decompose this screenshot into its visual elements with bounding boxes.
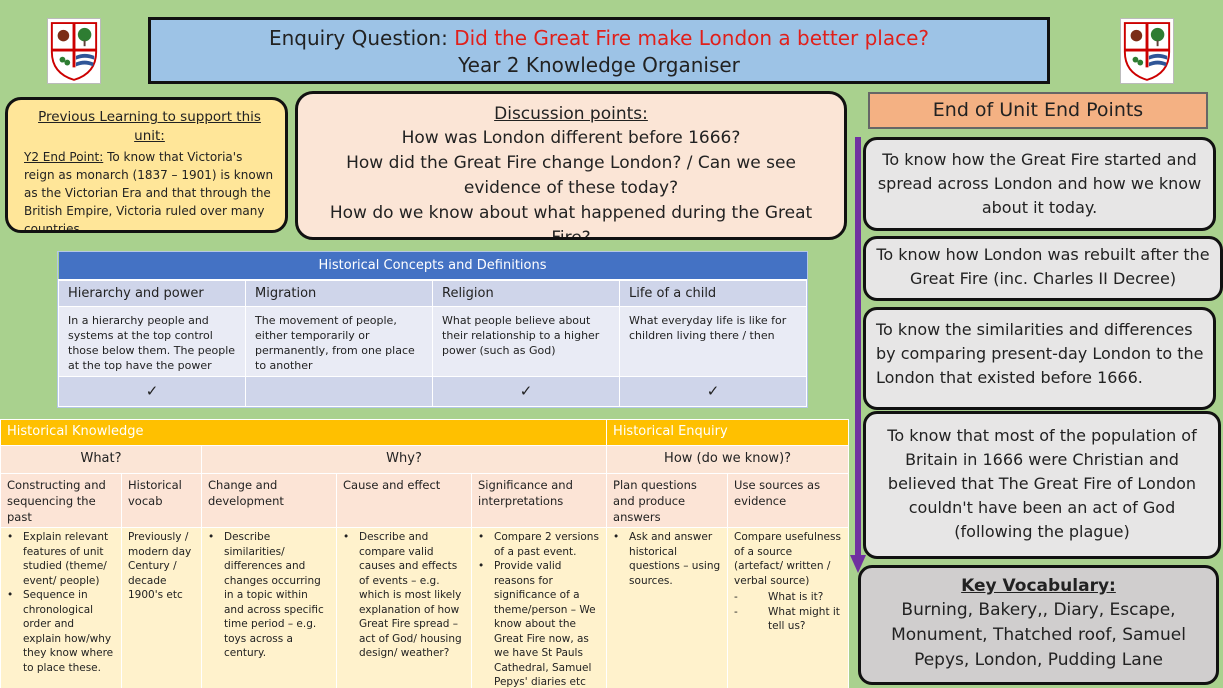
concept-header: Life of a child (619, 279, 807, 307)
list-item: -What might it tell us? (734, 605, 840, 633)
cause-cell: •Describe and compare valid causes and e… (336, 527, 472, 688)
check-mark: ✓ (619, 375, 807, 408)
end-points-title: End of Unit End Points (868, 92, 1208, 129)
column-heading: Change and development (201, 473, 337, 528)
previous-learning-body: Y2 End Point: To know that Victoria's re… (24, 148, 275, 233)
vocabulary-words: Burning, Bakery,, Diary, Escape, Monumen… (891, 600, 1186, 670)
concepts-title: Historical Concepts and Definitions (58, 252, 807, 282)
check-mark (245, 375, 433, 408)
key-vocabulary-box: Key Vocabulary: Burning, Bakery,, Diary,… (858, 565, 1219, 685)
crest-icon (1123, 22, 1171, 81)
concept-definition: What people believe about their relation… (432, 305, 620, 377)
previous-learning-box: Previous Learning to support this unit: … (5, 97, 288, 233)
list-item: -What is it? (734, 591, 824, 603)
concepts-table: Historical Concepts and Definitions Hier… (57, 251, 808, 408)
list-item: •Ask and answer historical questions – u… (613, 531, 721, 587)
constructing-cell: •Explain relevant features of unit studi… (0, 527, 122, 688)
historical-knowledge-table: Historical Knowledge Historical Enquiry … (0, 419, 850, 688)
end-point-label: Y2 End Point: (24, 150, 104, 164)
column-heading: Historical vocab (121, 473, 202, 528)
sources-intro: Compare usefulness of a source (artefact… (734, 531, 841, 587)
vocab-cell: Previously / modern day Century / decade… (121, 527, 202, 688)
column-heading: Significance and interpretations (470, 473, 608, 528)
down-arrow-icon (850, 137, 866, 573)
enquiry-question-text: Did the Great Fire make London a better … (454, 26, 930, 50)
historical-enquiry-title: Historical Enquiry (606, 419, 850, 446)
column-heading: Constructing and sequencing the past (0, 473, 122, 528)
how-heading: How (do we know)? (606, 445, 850, 474)
discussion-title: Discussion points: (494, 104, 648, 124)
what-heading: What? (0, 445, 202, 474)
end-point-item: To know how the Great Fire started and s… (863, 137, 1216, 231)
school-crest-left (47, 18, 101, 84)
crest-icon (50, 22, 98, 81)
page-header: Enquiry Question: Did the Great Fire mak… (148, 17, 1050, 84)
list-item: •Describe and compare valid causes and e… (343, 531, 462, 659)
end-point-item: To know that most of the population of B… (863, 411, 1221, 559)
discussion-point: How did the Great Fire change London? / … (346, 153, 796, 198)
school-crest-right (1120, 18, 1174, 84)
concept-definition: What everyday life is like for children … (619, 305, 807, 377)
end-point-item: To know how London was rebuilt after the… (863, 236, 1223, 301)
column-heading: Plan questions and produce answers (606, 473, 729, 528)
significance-cell: •Compare 2 versions of a past event. •Pr… (470, 527, 608, 688)
check-mark: ✓ (432, 375, 620, 408)
historical-knowledge-title: Historical Knowledge (0, 419, 608, 446)
concept-header: Religion (432, 279, 620, 307)
discussion-point: How do we know about what happened durin… (329, 203, 813, 240)
enquiry-question: Enquiry Question: Did the Great Fire mak… (151, 24, 1047, 52)
enquiry-label: Enquiry Question: (268, 26, 448, 50)
questions-cell: •Ask and answer historical questions – u… (606, 527, 729, 688)
change-cell: •Describe similarities/ differences and … (201, 527, 337, 688)
why-heading: Why? (200, 445, 608, 474)
column-heading: Use sources as evidence (727, 473, 850, 528)
concept-header: Hierarchy and power (58, 279, 246, 307)
list-item: •Compare 2 versions of a past event. (478, 531, 599, 558)
end-point-item: To know the similarities and differences… (863, 307, 1216, 410)
page-subtitle: Year 2 Knowledge Organiser (458, 53, 740, 77)
list-item: •Explain relevant features of unit studi… (7, 531, 109, 587)
concept-definition: The movement of people, either temporari… (245, 305, 433, 377)
concept-definition: In a hierarchy people and systems at the… (58, 305, 246, 377)
check-mark: ✓ (58, 375, 246, 408)
discussion-point: How was London different before 1666? (401, 128, 741, 148)
list-item: •Describe similarities/ differences and … (208, 531, 324, 659)
concept-header: Migration (245, 279, 433, 307)
list-item: •Provide valid reasons for significance … (478, 560, 596, 688)
end-point-text: To know that Victoria's reign as monarch… (24, 150, 274, 233)
previous-learning-title: Previous Learning to support this unit: (38, 109, 261, 144)
vocabulary-title: Key Vocabulary: (961, 576, 1116, 596)
sources-cell: Compare usefulness of a source (artefact… (727, 527, 850, 688)
discussion-points-box: Discussion points: How was London differ… (295, 91, 847, 240)
list-item: •Sequence in chronological order and exp… (7, 589, 114, 674)
column-heading: Cause and effect (336, 473, 472, 528)
